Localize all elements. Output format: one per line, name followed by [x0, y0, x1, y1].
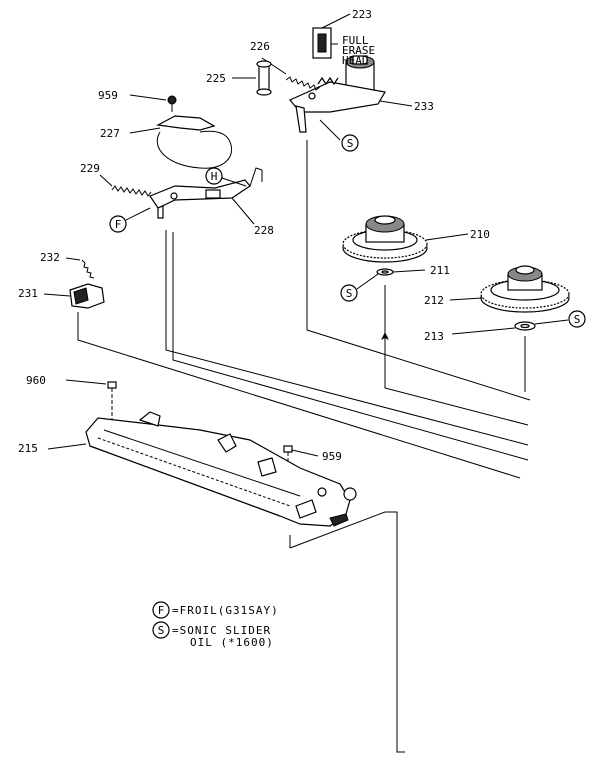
legend-s-symbol: S [158, 624, 165, 637]
part-225-roller [232, 60, 272, 96]
part-213-washer [451, 319, 569, 335]
label-959-top: 959 [98, 89, 118, 102]
legend-s-line1: =SONIC SLIDER [172, 624, 271, 637]
label-213: 213 [424, 330, 444, 343]
marker-s-213: S [568, 310, 586, 328]
label-959-right: 959 [322, 450, 342, 463]
part-228-bracket [149, 167, 263, 225]
label-226: 226 [250, 40, 270, 53]
head-label-line3: HEAD [342, 54, 369, 67]
part-227-lever [129, 115, 232, 169]
assembly-lines [77, 140, 531, 753]
svg-text:S: S [347, 137, 354, 150]
svg-text:H: H [211, 170, 218, 183]
legend-s: S =SONIC SLIDER OIL (*1600) [152, 621, 274, 649]
svg-text:S: S [574, 313, 581, 326]
marker-s-erase-head: S [341, 134, 359, 152]
part-215-slider-plate [47, 411, 357, 527]
part-232-spring [65, 257, 95, 279]
marker-h: H [205, 167, 247, 187]
part-229-spring [99, 174, 152, 197]
part-212-gear [449, 265, 570, 313]
svg-text:F: F [115, 218, 122, 231]
marker-s-211: S [340, 273, 379, 302]
legend-f-symbol: F [158, 604, 165, 617]
legend-s-line2: OIL (*1600) [190, 636, 274, 649]
label-233: 233 [414, 100, 434, 113]
label-225: 225 [206, 72, 226, 85]
svg-text:S: S [346, 287, 353, 300]
label-211: 211 [430, 264, 450, 277]
part-210-gear [342, 215, 469, 263]
label-960: 960 [26, 374, 46, 387]
label-215: 215 [18, 442, 38, 455]
part-231-block [43, 283, 105, 309]
part-211-washer [376, 268, 426, 276]
part-959-screw-top [129, 94, 177, 112]
erase-head-assembly [289, 27, 413, 141]
label-229: 229 [80, 162, 100, 175]
circled-markers: S H F S S [109, 134, 586, 328]
legend-f-text: =FROIL(G31SAY) [172, 604, 279, 617]
label-232: 232 [40, 251, 60, 264]
head-label-line1: FULL [342, 34, 369, 47]
label-228: 228 [254, 224, 274, 237]
head-label-line2: ERASE [342, 44, 375, 57]
legend: F =FROIL(G31SAY) S =SONIC SLIDER OIL (*1… [152, 601, 279, 649]
legend-f: F =FROIL(G31SAY) [152, 601, 279, 619]
label-223: 223 [352, 8, 372, 21]
marker-f: F [109, 207, 151, 233]
part-labels: 223 226 225 959 233 227 229 228 210 232 … [18, 8, 490, 463]
label-227: 227 [100, 127, 120, 140]
label-210: 210 [470, 228, 490, 241]
label-231: 231 [18, 287, 38, 300]
label-212: 212 [424, 294, 444, 307]
